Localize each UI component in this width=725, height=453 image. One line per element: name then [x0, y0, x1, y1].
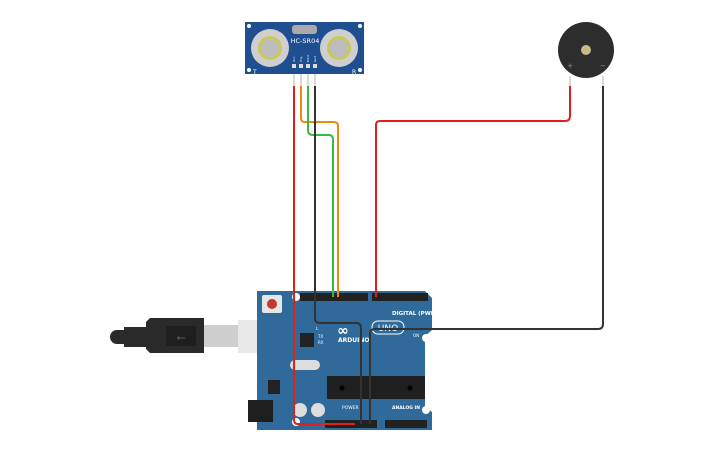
- ultrasonic-sensor[interactable]: HC-SR04 T R Vcc Trig Echo Gnd: [245, 22, 364, 86]
- on-label: ON: [413, 333, 419, 338]
- pin-echo-label: Echo: [306, 55, 310, 62]
- buzzer-plus-label: +: [567, 62, 573, 70]
- power-jack: [248, 400, 273, 422]
- buzzer-minus-label: −: [600, 62, 606, 70]
- usb-icon: ⭠: [176, 330, 186, 344]
- arduino-uno-board[interactable]: DIGITAL (PWM~) ARDUINO ∞ UNO L TX RX ON …: [248, 291, 444, 430]
- tx-label: TX: [317, 334, 323, 339]
- wire-sensor-vcc-to-5v[interactable]: [293, 86, 355, 425]
- sensor-model-label: HC-SR04: [291, 37, 320, 45]
- analog-label: ANALOG IN: [392, 405, 420, 411]
- usb-cable[interactable]: ⭠: [110, 318, 268, 353]
- l-led-label: L: [316, 326, 319, 331]
- analog-header: [385, 420, 427, 428]
- arduino-infinity-logo: ∞: [337, 323, 349, 339]
- pin-trig-label: Trig: [299, 57, 303, 63]
- crystal: [290, 360, 320, 370]
- wire-sensor-gnd[interactable]: [314, 86, 362, 424]
- arduino-brand: ARDUINO: [338, 337, 369, 344]
- pin-gnd-label: Gnd: [313, 56, 317, 62]
- receiver-mark: R: [352, 69, 356, 76]
- wire-buzzer-minus-to-gnd[interactable]: [369, 86, 604, 424]
- pin-vcc-label: Vcc: [292, 56, 296, 62]
- digital-header-right: [372, 293, 428, 301]
- digital-label: DIGITAL (PWM~): [392, 311, 444, 317]
- wire-echo[interactable]: [307, 86, 334, 297]
- transmitter-mark: T: [252, 69, 257, 76]
- power-label: POWER: [342, 405, 359, 411]
- wire-trig[interactable]: [300, 86, 339, 297]
- piezo-buzzer[interactable]: + −: [558, 22, 614, 86]
- atmega-chip: [327, 376, 425, 399]
- wire-buzzer-plus-to-pin7[interactable]: [375, 86, 571, 297]
- rx-label: RX: [318, 340, 324, 345]
